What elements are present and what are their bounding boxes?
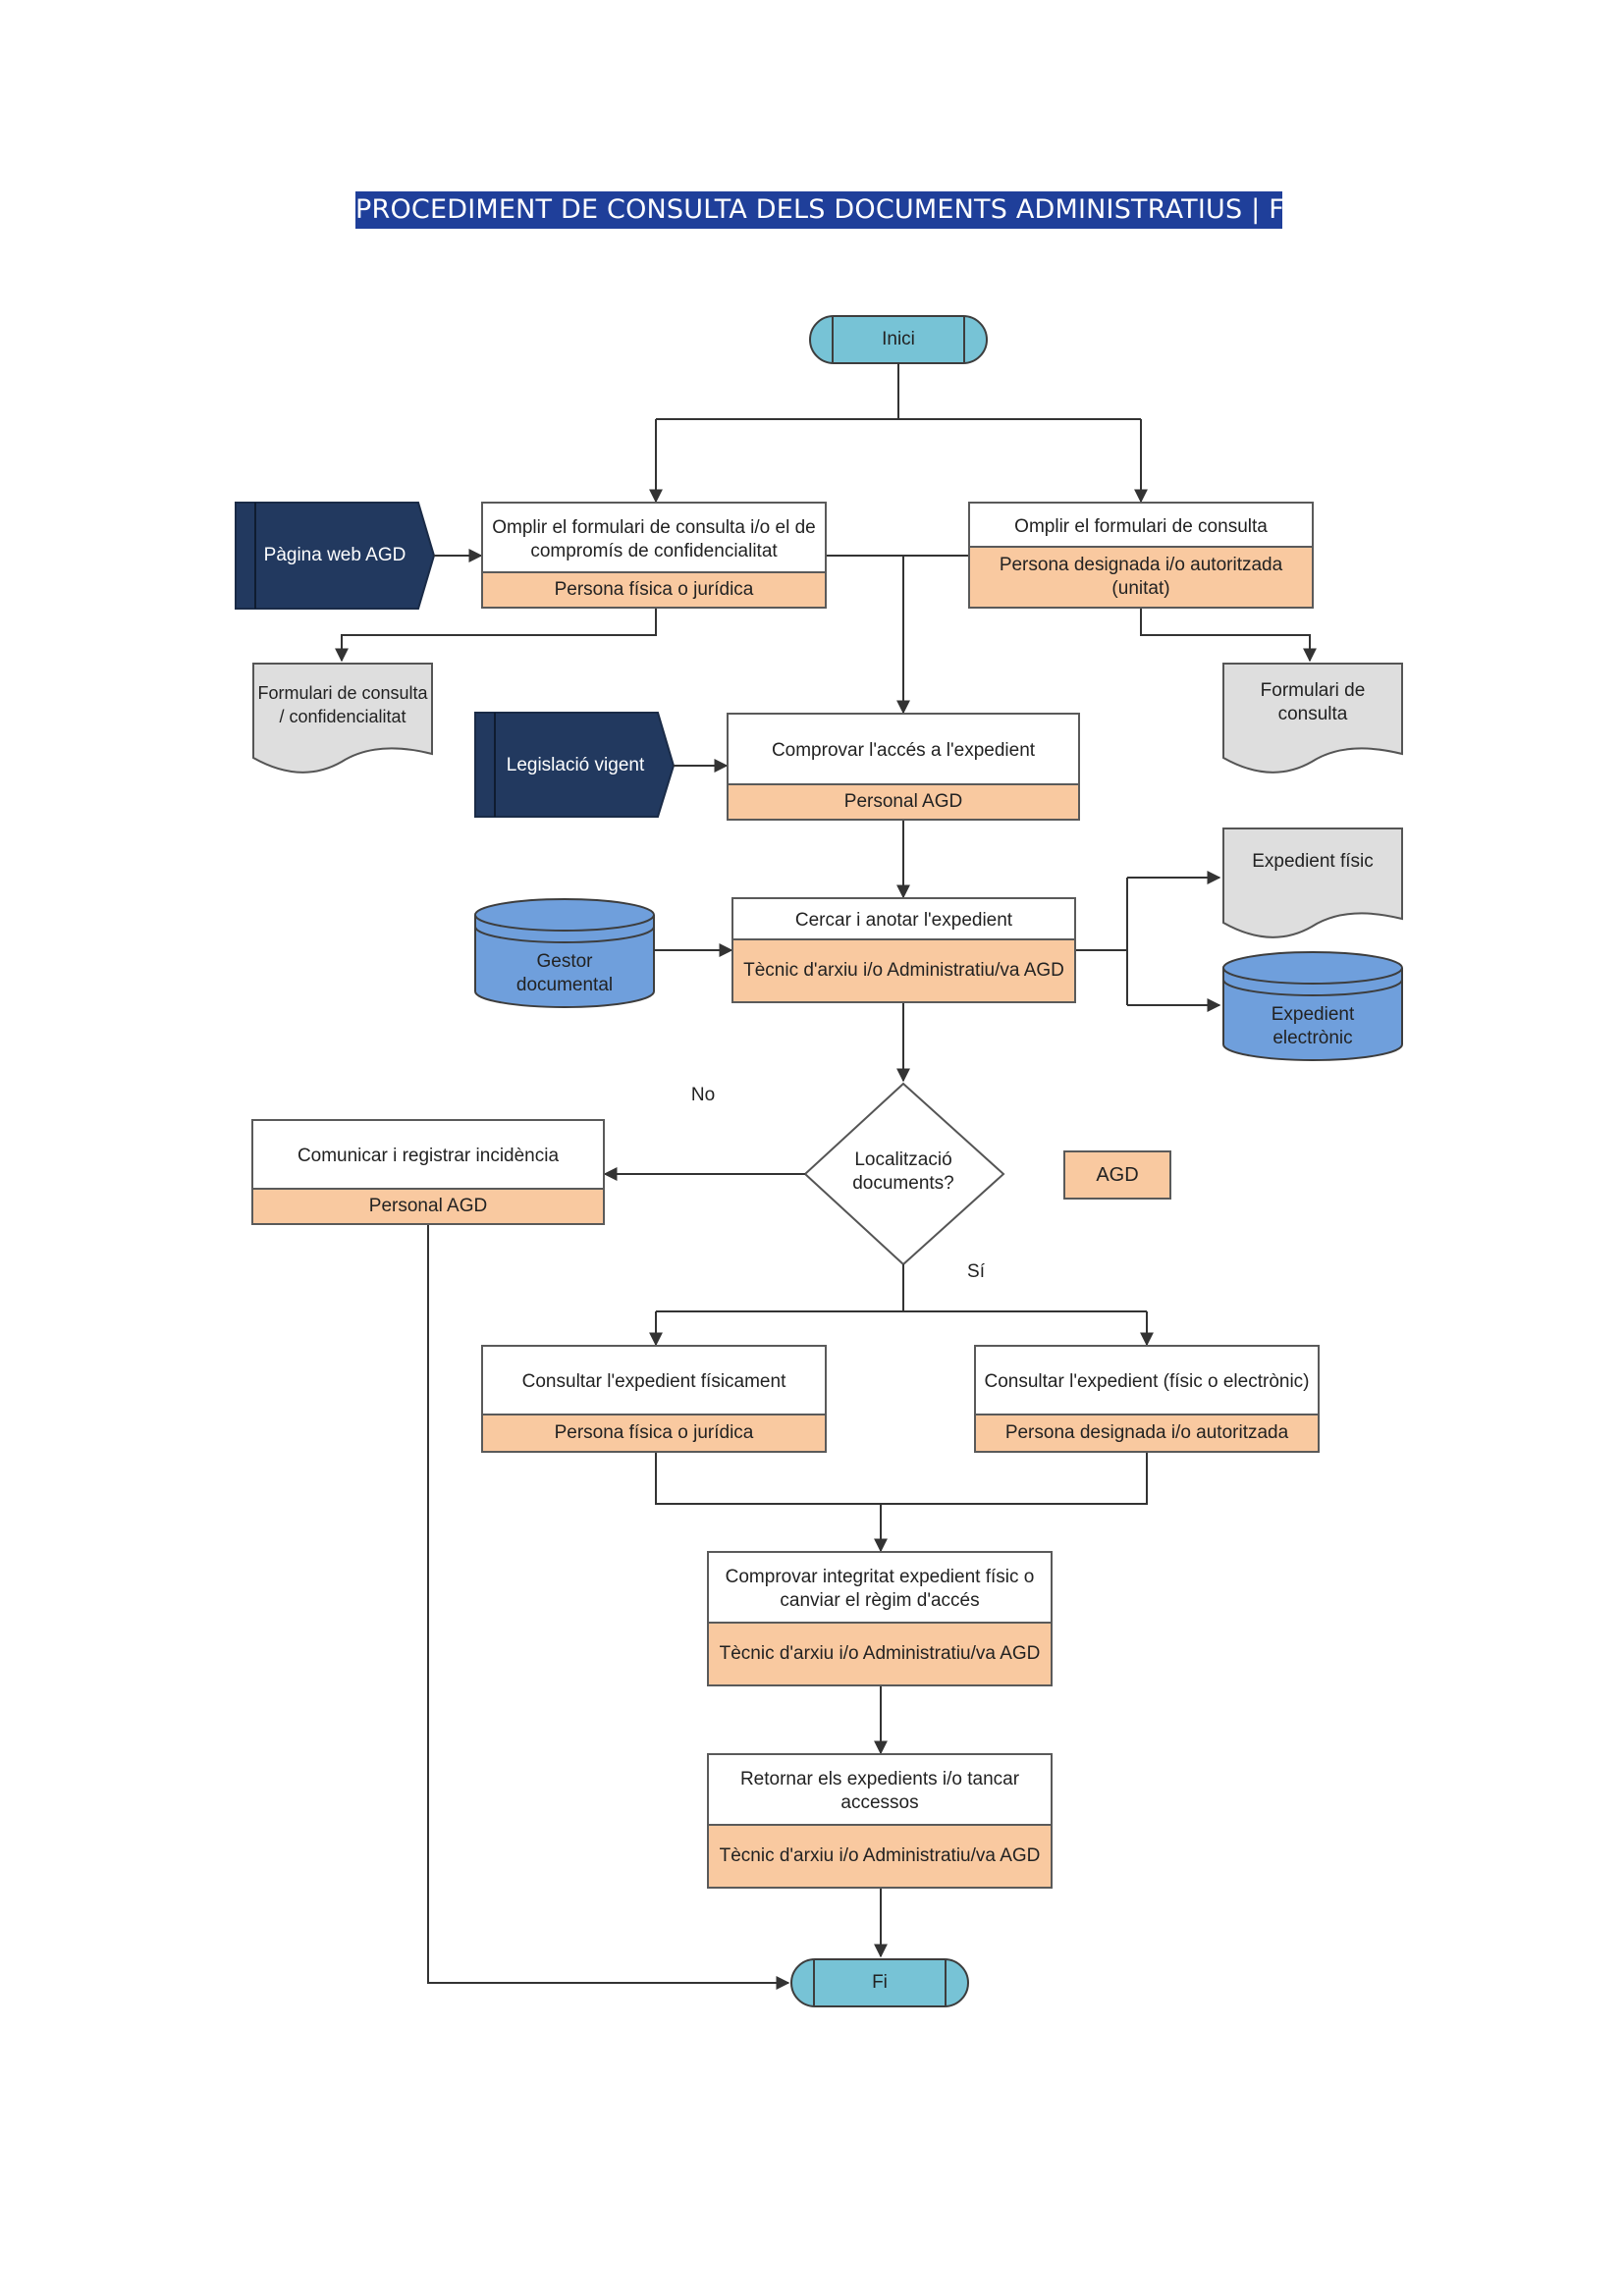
electronic-file-label: Expedient electrònic [1271, 1004, 1355, 1048]
process-text: Omplir el formulari de consulta i/o el d… [492, 516, 816, 561]
end-label: Fi [872, 1972, 888, 1993]
decision-yes-label: Sí [967, 1261, 985, 1282]
process-fill-consult-form: Omplir el formulari de consulta i/o el d… [481, 502, 827, 609]
process-role: Tècnic d'arxiu i/o Administratiu/va AGD [709, 1824, 1051, 1887]
document-manager-database [474, 898, 655, 1008]
start-label: Inici [882, 329, 915, 349]
process-consult-physical: Consultar l'expedient físicament Persona… [481, 1345, 827, 1453]
process-role: Tècnic d'arxiu i/o Administratiu/va AGD [709, 1622, 1051, 1684]
legislation-shape [474, 712, 676, 818]
electronic-file-database [1222, 951, 1403, 1061]
decision-no-label: No [690, 1085, 716, 1105]
process-check-integrity: Comprovar integritat expedient físic o c… [707, 1551, 1053, 1686]
page-title: PROCEDIMENT DE CONSULTA DELS DOCUMENTS A… [355, 191, 1335, 229]
form-conf-label: Formulari de consulta / confidencialitat [257, 683, 428, 726]
connectors [335, 363, 1317, 1990]
physical-file-label: Expedient físic [1252, 851, 1374, 872]
web-page-label: Pàgina web AGD [263, 545, 406, 565]
process-search-file: Cercar i anotar l'expedient Tècnic d'arx… [731, 897, 1076, 1003]
process-text: Retornar els expedients i/o tancar acces… [739, 1769, 1020, 1813]
end-terminal [790, 1958, 969, 2007]
process-return-files: Retornar els expedients i/o tancar acces… [707, 1753, 1053, 1889]
process-role: Tècnic d'arxiu i/o Administratiu/va AGD [733, 938, 1074, 1001]
agd-legend: AGD [1063, 1150, 1171, 1200]
form-document [1222, 663, 1403, 774]
process-fill-form-unit: Omplir el formulari de consulta Persona … [968, 502, 1314, 609]
process-role: Persona física o jurídica [483, 571, 825, 607]
physical-file-document [1222, 828, 1403, 938]
process-text: Comprovar integritat expedient físic o c… [725, 1567, 1035, 1611]
legislation-label: Legislació vigent [506, 755, 645, 775]
process-text: Cercar i anotar l'expedient [794, 910, 1013, 931]
decision-label: Localització documents? [852, 1149, 954, 1194]
process-text: Consultar l'expedient (físic o electròni… [984, 1371, 1310, 1392]
process-role: Persona designada i/o autoritzada (unita… [970, 546, 1312, 607]
process-role: Persona física o jurídica [483, 1414, 825, 1451]
process-check-access: Comprovar l'accés a l'expedient Personal… [727, 713, 1080, 821]
web-page-shape [235, 502, 436, 610]
process-text: Omplir el formulari de consulta [1014, 515, 1268, 537]
process-text: Consultar l'expedient físicament [521, 1371, 786, 1392]
process-register-incident: Comunicar i registrar incidència Persona… [251, 1119, 605, 1225]
process-text: Comprovar l'accés a l'expedient [771, 740, 1036, 761]
process-role: Personal AGD [253, 1188, 603, 1223]
form-conf-document [252, 663, 433, 774]
form-label: Formulari de consulta [1260, 680, 1366, 724]
process-consult-physical-electronic: Consultar l'expedient (físic o electròni… [974, 1345, 1320, 1453]
process-role: Personal AGD [729, 783, 1078, 819]
process-role: Persona designada i/o autoritzada [976, 1414, 1318, 1451]
gestor-label: Gestor documental [515, 951, 614, 995]
process-text: Comunicar i registrar incidència [297, 1146, 560, 1166]
